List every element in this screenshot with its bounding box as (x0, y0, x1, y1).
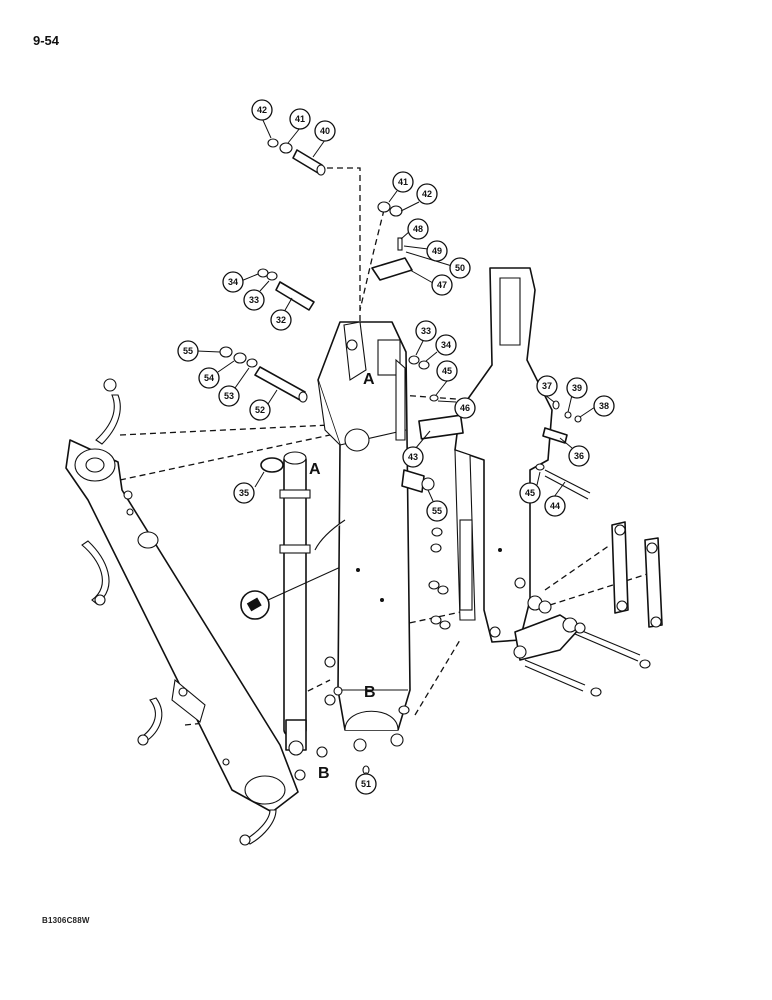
svg-text:41: 41 (295, 114, 305, 124)
wear-pad (418, 414, 464, 440)
callout-43: 43 (402, 446, 424, 468)
callout-35: 35 (233, 482, 255, 504)
svg-text:54: 54 (204, 373, 214, 383)
callout-41-right: 41 (392, 171, 414, 193)
svg-text:55: 55 (432, 506, 442, 516)
callout-49: 49 (426, 240, 448, 262)
drawing-code: B1306C88W (42, 916, 90, 925)
reference-letter-a-cylinder: A (309, 461, 321, 478)
svg-text:42: 42 (257, 105, 267, 115)
callout-34-right: 34 (435, 334, 457, 356)
boom (65, 439, 299, 813)
callout-55-top: 55 (177, 340, 199, 362)
svg-text:45: 45 (525, 488, 535, 498)
callout-40: 40 (314, 120, 336, 142)
dipper-arm (314, 321, 411, 731)
svg-text:46: 46 (460, 403, 470, 413)
callout-54: 54 (198, 367, 220, 389)
callout-37: 37 (536, 375, 558, 397)
svg-text:52: 52 (255, 405, 265, 415)
detail-view-circle (240, 564, 346, 620)
reference-letter-b-arm: B (364, 684, 376, 701)
svg-text:40: 40 (320, 126, 330, 136)
callout-55-bottom: 55 (426, 500, 448, 522)
svg-text:33: 33 (249, 295, 259, 305)
svg-text:32: 32 (276, 315, 286, 325)
svg-text:35: 35 (239, 488, 249, 498)
callout-39: 39 (566, 377, 588, 399)
svg-text:39: 39 (572, 383, 582, 393)
svg-text:53: 53 (224, 391, 234, 401)
callout-47: 47 (431, 274, 453, 296)
callout-42-top: 42 (251, 99, 273, 121)
reference-letter-a-arm: A (363, 371, 375, 388)
hydraulic-cylinder (260, 451, 311, 756)
svg-text:37: 37 (542, 381, 552, 391)
pins-and-washers (219, 138, 591, 781)
reference-letters: A A B B (309, 371, 376, 782)
callout-33-left: 33 (243, 289, 265, 311)
linkage (513, 521, 663, 697)
svg-text:44: 44 (550, 501, 560, 511)
callout-52: 52 (249, 399, 271, 421)
svg-text:36: 36 (574, 451, 584, 461)
svg-text:51: 51 (361, 779, 371, 789)
callout-53: 53 (218, 385, 240, 407)
callout-32: 32 (270, 309, 292, 331)
reference-letter-b-cylinder: B (318, 765, 330, 782)
assembly-lines (119, 167, 661, 726)
callout-38: 38 (593, 395, 615, 417)
svg-text:42: 42 (422, 189, 432, 199)
callout-41-top: 41 (289, 108, 311, 130)
svg-text:43: 43 (408, 452, 418, 462)
callout-50: 50 (449, 257, 471, 279)
callout-46: 46 (454, 397, 476, 419)
svg-text:34: 34 (441, 340, 451, 350)
svg-text:33: 33 (421, 326, 431, 336)
callout-34-left: 34 (222, 271, 244, 293)
svg-text:45: 45 (442, 366, 452, 376)
svg-text:41: 41 (398, 177, 408, 187)
callout-51: 51 (355, 773, 377, 795)
svg-text:47: 47 (437, 280, 447, 290)
callout-44: 44 (544, 495, 566, 517)
svg-text:49: 49 (432, 246, 442, 256)
svg-text:38: 38 (599, 401, 609, 411)
svg-text:48: 48 (413, 224, 423, 234)
callout-48: 48 (407, 218, 429, 240)
callout-45-bottom: 45 (519, 482, 541, 504)
svg-text:55: 55 (183, 346, 193, 356)
callout-45-top: 45 (436, 360, 458, 382)
svg-text:34: 34 (228, 277, 238, 287)
page-number: 9-54 (33, 33, 60, 48)
bracket (454, 267, 553, 643)
callout-33-right: 33 (415, 320, 437, 342)
boom-curves (81, 378, 277, 846)
svg-text:50: 50 (455, 263, 465, 273)
callout-42-right: 42 (416, 183, 438, 205)
callout-36: 36 (568, 445, 590, 467)
